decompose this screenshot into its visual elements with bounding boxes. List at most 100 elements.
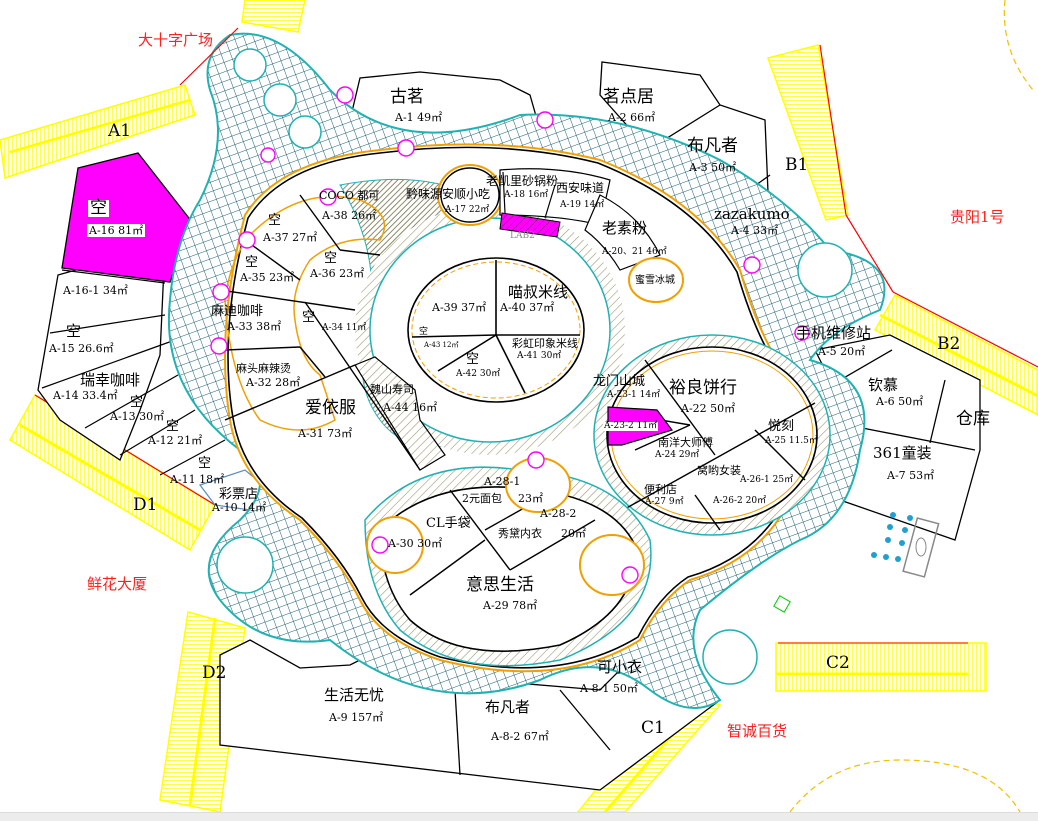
shop-area: A-44 16㎡ [383, 401, 438, 414]
shop-name: 麻头麻辣烫 [236, 362, 291, 375]
shop-area: A-3 50㎡ [689, 161, 737, 174]
shop-name: 老凯里砂锅粉 [486, 174, 559, 188]
shop-name: 空 [198, 456, 212, 471]
shop-name: 空 [419, 327, 429, 337]
shop-area: A-13 30㎡ [110, 410, 165, 423]
shop-name: 空 [302, 310, 316, 325]
shop-area: A-33 38㎡ [227, 320, 282, 333]
dashed-arc-bottom-right [789, 759, 1021, 812]
shop-name: 南洋大师傅 [658, 436, 713, 449]
escalator-label-C2: C2 [826, 653, 850, 673]
shop-area: A-24 29㎡ [655, 450, 700, 460]
shop-name: 布凡者 [485, 698, 531, 716]
shop-area: A-36 23㎡ [310, 267, 365, 280]
shop-name: 空 [466, 352, 480, 367]
escalator-label-D1: D1 [133, 495, 158, 515]
shop-name: 麻迪咖啡 [211, 304, 264, 319]
landmark-xianhua-building: 鲜花大厦 [87, 575, 148, 593]
shop-area: A-16-1 34㎡ [63, 284, 128, 297]
shop-area: A-14 33.4㎡ [53, 389, 118, 402]
horizontal-scrollbar-track[interactable] [0, 812, 1038, 821]
shop-area: A-9 157㎡ [329, 711, 384, 724]
shop-area: A-31 73㎡ [298, 427, 353, 440]
shop-area: A-5 20㎡ [818, 345, 866, 358]
shop-area: A-38 26㎡ [322, 209, 377, 222]
restroom-facility [773, 512, 940, 613]
shop-area: A-23-1 14㎡ [607, 390, 661, 400]
central-atrium [355, 205, 625, 455]
shop-area: A-43 12㎡ [424, 341, 459, 349]
dashed-arc-top-right [1003, 0, 1034, 91]
planters [216, 48, 853, 685]
shop-name: 爱依服 [305, 398, 356, 418]
escalator-label-D2: D2 [202, 663, 227, 683]
columns [210, 86, 810, 584]
shop-area: A-8-1 50㎡ [580, 682, 638, 695]
shop-name: 窝哟女装 [697, 464, 741, 477]
shop-area: A-28-1 [484, 475, 521, 488]
shop-name: 喵叔米线 [508, 283, 569, 301]
shop-name: 老素粉 [602, 219, 648, 237]
shop-area: A-40 37㎡ [500, 301, 555, 314]
shop-area: A-10 14㎡ [212, 501, 267, 514]
shop-area: A-6 50㎡ [876, 395, 924, 408]
shop-name: 裕良饼行 [669, 378, 737, 398]
shop-area: A-12 21㎡ [148, 434, 203, 447]
escalator-B1 [767, 44, 849, 221]
shop-area: A-28-2 [540, 507, 577, 520]
shop-area-value: 20㎡ [561, 527, 586, 540]
shop-area: A-11 18㎡ [170, 473, 225, 486]
shop-area: A-29 78㎡ [483, 599, 538, 612]
shop-name: 彩虹印象米线 [512, 337, 578, 350]
shop-name: 可小衣 [597, 658, 643, 676]
shop-name: 生活无忧 [324, 686, 385, 704]
shop-name: 黔味源安顺小吃 [406, 187, 491, 201]
shop-area: A-26-1 25㎡ [740, 475, 794, 485]
shop-name: 布凡者 [687, 136, 738, 156]
shop-name: zazakumo [714, 205, 790, 223]
shop-name: 悦刻 [768, 419, 795, 434]
shop-name: CL手袋 [426, 516, 471, 531]
shop-name: 空 [324, 251, 338, 266]
shop-area: A-32 28㎡ [246, 376, 301, 389]
unit-A-44[interactable] [354, 356, 446, 471]
escalator-C2 [775, 642, 987, 692]
shop-name: 仓库 [956, 409, 990, 429]
shop-name: 空 [66, 322, 82, 340]
shop-area: A-16 81㎡ [87, 224, 146, 237]
shop-name: 彩票店 [219, 487, 259, 502]
shop-area: A-26-2 20㎡ [713, 496, 767, 506]
upper-center-units [437, 164, 684, 303]
shop-area: A-2 66㎡ [608, 111, 656, 124]
escalator-top [241, 0, 306, 33]
landmark-dashizi-plaza: 大十字广场 [138, 31, 214, 49]
shop-name: 瑞幸咖啡 [80, 371, 141, 389]
lab2-magenta [499, 212, 561, 238]
street-boundaries [179, 27, 894, 293]
vacant-unit-A-16[interactable] [61, 152, 193, 283]
shop-area-value: 23㎡ [518, 492, 543, 505]
shop-name: 空 [88, 198, 109, 218]
shop-area: A-25 11.5㎡ [765, 436, 818, 446]
escalator-B2 [873, 291, 1038, 416]
shop-name: 361童装 [873, 444, 932, 462]
shop-area: A-41 30㎡ [517, 351, 562, 361]
upper-left-units [219, 194, 421, 471]
shop-area: A-20、21 46㎡ [602, 247, 667, 257]
shop-name: 空 [166, 419, 180, 434]
escalator-A1 [0, 84, 196, 179]
shop-name: 龙门山城 [593, 374, 646, 389]
escalator-label-B1: B1 [785, 155, 809, 175]
shop-name: 便利店 [644, 483, 677, 496]
shop-area: A-8-2 67㎡ [491, 730, 549, 743]
shop-area: A-30 30㎡ [388, 537, 443, 550]
shop-name: 意思生活 [466, 575, 534, 595]
landmark-zhicheng-dept-store: 智诚百货 [727, 722, 788, 740]
shop-area: A-22 50㎡ [681, 402, 736, 415]
escalator-label-A1: A1 [108, 121, 132, 141]
shop-area: A-19 14㎡ [560, 200, 605, 210]
shop-name: 古茗 [390, 87, 424, 107]
shop-name: 蜜雪冰城 [635, 275, 675, 286]
shop-name: 魏山寿司 [370, 383, 414, 396]
left-units [41, 269, 277, 511]
